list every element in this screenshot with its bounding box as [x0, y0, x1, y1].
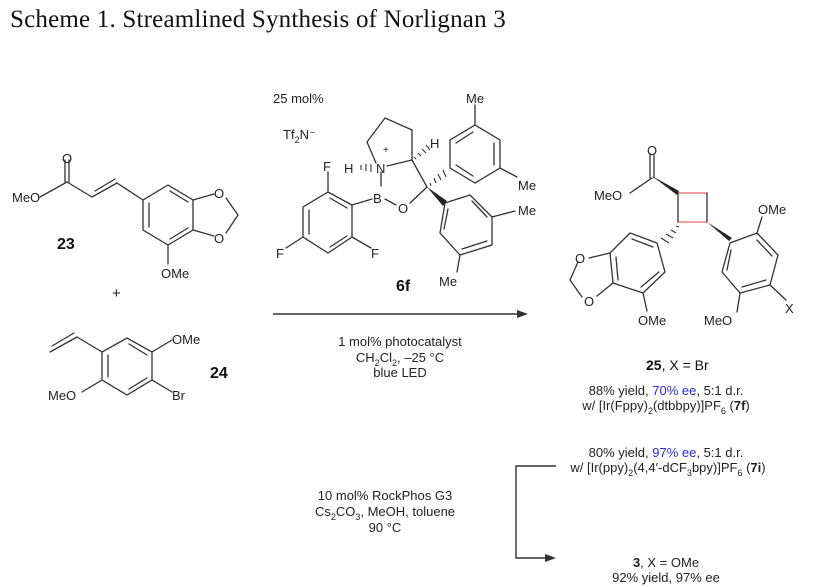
- counterion-sub: 2: [295, 135, 300, 145]
- product-25-x-value: , X = Br: [662, 357, 709, 373]
- catalyst-o-label: O: [398, 201, 408, 216]
- result-7f-line2: w/ [Ir(Fppy)2(dtbbpy)]PF6 (7f): [581, 398, 750, 416]
- cond1-line3: blue LED: [373, 365, 426, 380]
- counterion-n: N: [300, 127, 309, 142]
- product-25-id: 25: [646, 357, 662, 373]
- c23-ome-label: OMe: [161, 266, 189, 281]
- result-7f-ee: 70% ee: [652, 383, 696, 398]
- product-3: 3, X = OMe 92% yield, 97% ee: [612, 555, 720, 585]
- conditions-step2: 10 mol% RockPhos G3 Cs2CO3, MeOH, toluen…: [315, 488, 455, 535]
- result-7i-dr: , 5:1 d.r.: [696, 445, 743, 460]
- r7f-sub2: 6: [721, 406, 726, 416]
- compound-24-structure: OMe Br MeO 24: [48, 332, 228, 403]
- product-25-structure: MeO O O O OMe MeO OMe X: [569, 143, 794, 328]
- cond2-line1: 10 mol% RockPhos G3: [318, 488, 452, 503]
- result-7f: 88% yield, 70% ee, 5:1 d.r. w/ [Ir(Fppy)…: [581, 383, 750, 416]
- compound-23-id: 23: [57, 236, 75, 253]
- product-25-caption: 25, X = Br: [646, 357, 709, 373]
- p25-ring-o2-label: O: [584, 294, 594, 309]
- product-3-caption: 3, X = OMe: [633, 555, 699, 570]
- compound-23-structure: MeO O O O OMe 23: [12, 151, 239, 281]
- cond2-solvents: , MeOH, toluene: [360, 504, 455, 519]
- cond1-ch: CH: [356, 350, 375, 365]
- step2-bracket-arrow: [515, 465, 556, 559]
- reaction-arrowhead: [517, 310, 528, 318]
- p25-x-label: X: [785, 301, 794, 316]
- catalyst-me3-label: Me: [518, 203, 536, 218]
- cond1-sub2: 2: [392, 358, 397, 368]
- r7i-cat-mid: (4,4′-dCF: [633, 460, 687, 475]
- counterion-minus: ⁻: [309, 127, 316, 142]
- p25-ring-o1-label: O: [575, 251, 585, 266]
- catalyst-plus-charge: +: [383, 145, 389, 156]
- result-7i-yield: 80% yield,: [589, 445, 653, 460]
- r7f-cat-mid: (dtbbpy)]PF: [653, 398, 721, 413]
- p25-ome-right-label: OMe: [758, 202, 786, 217]
- product-3-id: 3: [633, 555, 640, 570]
- product-3-result: 92% yield, 97% ee: [612, 570, 720, 585]
- r7i-cat-id: 7i: [750, 460, 761, 475]
- c23-ring-o1-label: O: [214, 186, 224, 201]
- catalyst-me1-label: Me: [466, 91, 484, 106]
- r7i-sub1: 2: [628, 468, 633, 478]
- cond1-temp: , –25 °C: [397, 350, 444, 365]
- r7f-cat-id: 7f: [734, 398, 746, 413]
- p25-meo-label: MeO: [594, 188, 622, 203]
- scheme-title: Scheme 1. Streamlined Synthesis of Norli…: [10, 6, 506, 33]
- c24-meo-label: MeO: [48, 388, 76, 403]
- cond1-cl: Cl: [380, 350, 392, 365]
- r7f-cat-pre: w/ [Ir(Fppy): [581, 398, 648, 413]
- cond2-co: CO: [336, 504, 356, 519]
- cond2-sub2: 3: [355, 512, 360, 522]
- conditions-step1: 1 mol% photocatalyst CH2Cl2, –25 °C blue…: [338, 334, 462, 380]
- catalyst-n-label: N: [376, 161, 385, 176]
- result-7i: 80% yield, 97% ee, 5:1 d.r. w/ [Ir(ppy)2…: [569, 445, 765, 478]
- c24-br-label: Br: [172, 388, 186, 403]
- step2-arrowhead: [545, 554, 556, 562]
- c23-carbonyl-o-label: O: [62, 151, 72, 166]
- catalyst-id: 6f: [396, 278, 411, 295]
- c24-ome-label: OMe: [172, 332, 200, 347]
- cond1-line1: 1 mol% photocatalyst: [338, 334, 462, 349]
- plus-sign: +: [112, 285, 121, 302]
- p25-ome-left-label: OMe: [638, 313, 666, 328]
- catalyst-6f-structure: 25 mol% Tf2N⁻ H N + H B O: [273, 91, 536, 295]
- p25-carbonyl-o-label: O: [647, 143, 657, 158]
- r7i-cat-mid2: bpy)]PF: [692, 460, 738, 475]
- c23-meo-label: MeO: [12, 190, 40, 205]
- product-3-x-value: , X = OMe: [640, 555, 699, 570]
- result-7i-line2: w/ [Ir(ppy)2(4,4′-dCF3bpy)]PF6 (7i): [569, 460, 765, 478]
- catalyst-me2-label: Me: [518, 178, 536, 193]
- catalyst-f1-label: F: [323, 159, 331, 174]
- cond2-sub1: 2: [331, 512, 336, 522]
- cond2-line3: 90 °C: [369, 520, 402, 535]
- result-7f-dr: , 5:1 d.r.: [696, 383, 743, 398]
- catalyst-h-n-label: H: [344, 161, 353, 176]
- counterion-tf: Tf: [283, 127, 295, 142]
- c23-ring-o2-label: O: [214, 231, 224, 246]
- r7i-cat-pre: w/ [Ir(ppy): [569, 460, 628, 475]
- r7i-sub3: 6: [737, 468, 742, 478]
- catalyst-f3-label: F: [371, 246, 379, 261]
- catalyst-f2-label: F: [276, 246, 284, 261]
- result-7i-ee: 97% ee: [652, 445, 696, 460]
- cond2-cs: Cs: [315, 504, 331, 519]
- result-7f-yield: 88% yield,: [589, 383, 653, 398]
- cond1-sub1: 2: [375, 358, 380, 368]
- r7f-sub1: 2: [648, 406, 653, 416]
- p25-meo-label-2: MeO: [704, 313, 732, 328]
- result-7f-line1: 88% yield, 70% ee, 5:1 d.r.: [589, 383, 744, 398]
- compound-24-id: 24: [210, 365, 228, 382]
- catalyst-h-label: H: [430, 136, 439, 151]
- cond2-line2: Cs2CO3, MeOH, toluene: [315, 504, 455, 522]
- catalyst-b-label: B: [373, 191, 382, 206]
- catalyst-loading: 25 mol%: [273, 91, 324, 106]
- result-7i-line1: 80% yield, 97% ee, 5:1 d.r.: [589, 445, 744, 460]
- r7i-sub2: 3: [687, 468, 692, 478]
- catalyst-counterion: Tf2N⁻: [283, 127, 316, 145]
- cond1-line2: CH2Cl2, –25 °C: [356, 350, 444, 368]
- catalyst-me4-label: Me: [439, 274, 457, 289]
